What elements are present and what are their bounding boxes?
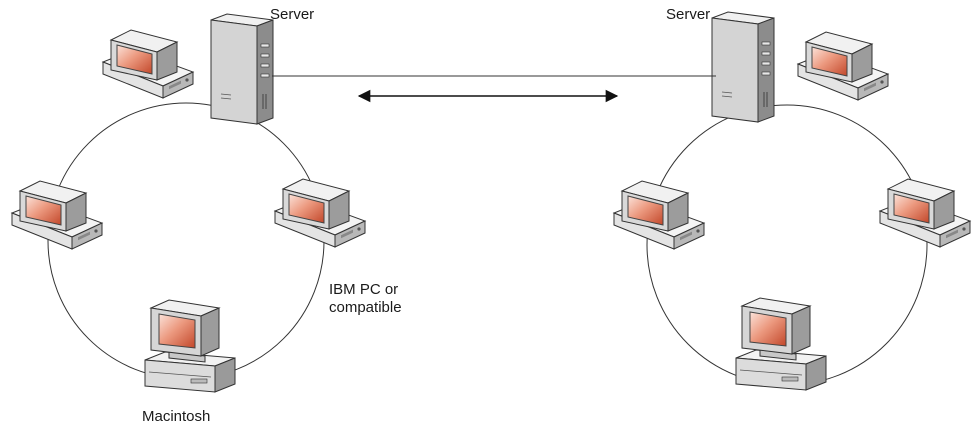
pc-icon [11, 180, 103, 250]
server-label-left: Server [270, 6, 315, 23]
macintosh-label: Macintosh [142, 408, 211, 425]
pc-icon [879, 178, 971, 248]
server-icon [210, 13, 274, 125]
left-network [11, 13, 366, 393]
server-icon [711, 11, 775, 123]
ibm-pc-label-line1: IBM PC or [329, 281, 399, 298]
pc-icon [102, 29, 194, 99]
pc-icon [613, 180, 705, 250]
server-label-right: Server [666, 6, 711, 23]
pc-icon [797, 31, 889, 101]
macintosh-icon [144, 299, 236, 393]
ibm-pc-label: IBM PC or compatible [329, 281, 402, 317]
right-network [613, 11, 971, 391]
pc-icon [274, 178, 366, 248]
ibm-pc-label-line2: compatible [329, 299, 402, 316]
macintosh-icon [735, 297, 827, 391]
